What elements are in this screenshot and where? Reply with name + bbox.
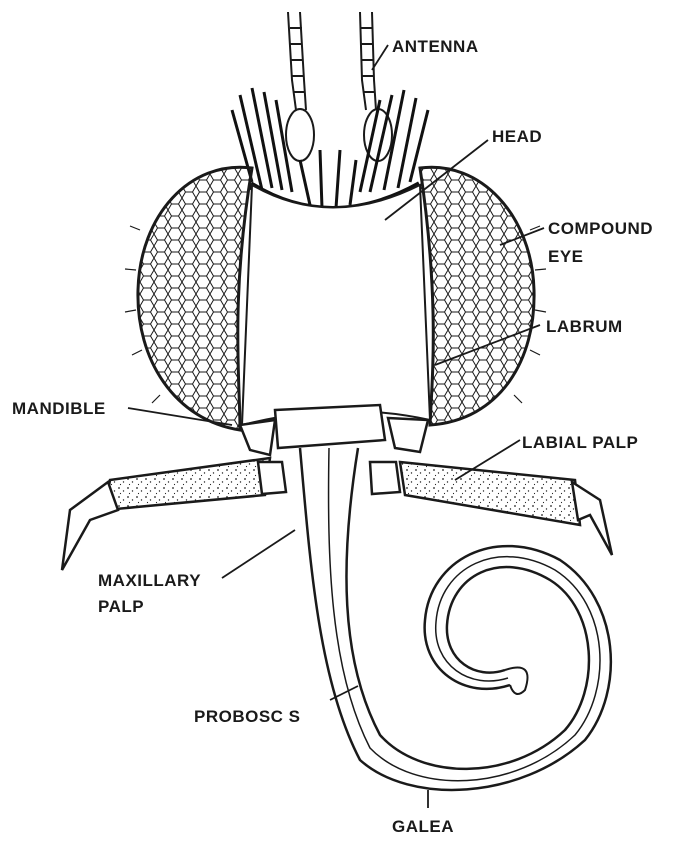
antenna-left: [286, 12, 314, 161]
compound-eye-right: [420, 167, 534, 425]
label-galea: GALEA: [392, 817, 454, 836]
label-labrum: LABRUM: [546, 317, 623, 336]
label-maxillary-palp-1: MAXILLARY: [98, 571, 201, 590]
label-compound-eye-1: COMPOUND: [548, 219, 653, 238]
label-proboscis: PROBOSC S: [194, 707, 301, 726]
head-face: [242, 185, 430, 425]
label-maxillary-palp-2: PALP: [98, 597, 144, 616]
label-compound-eye-2: EYE: [548, 247, 584, 266]
label-mandible: MANDIBLE: [12, 399, 106, 418]
label-labial-palp: LABIAL PALP: [522, 433, 638, 452]
antenna-right: [360, 12, 392, 161]
label-head: HEAD: [492, 127, 542, 146]
compound-eye-left: [138, 167, 252, 430]
maxillary-palp-left: [62, 458, 286, 570]
label-antenna: ANTENNA: [392, 37, 479, 56]
maxillary-palp-right: [370, 462, 612, 555]
